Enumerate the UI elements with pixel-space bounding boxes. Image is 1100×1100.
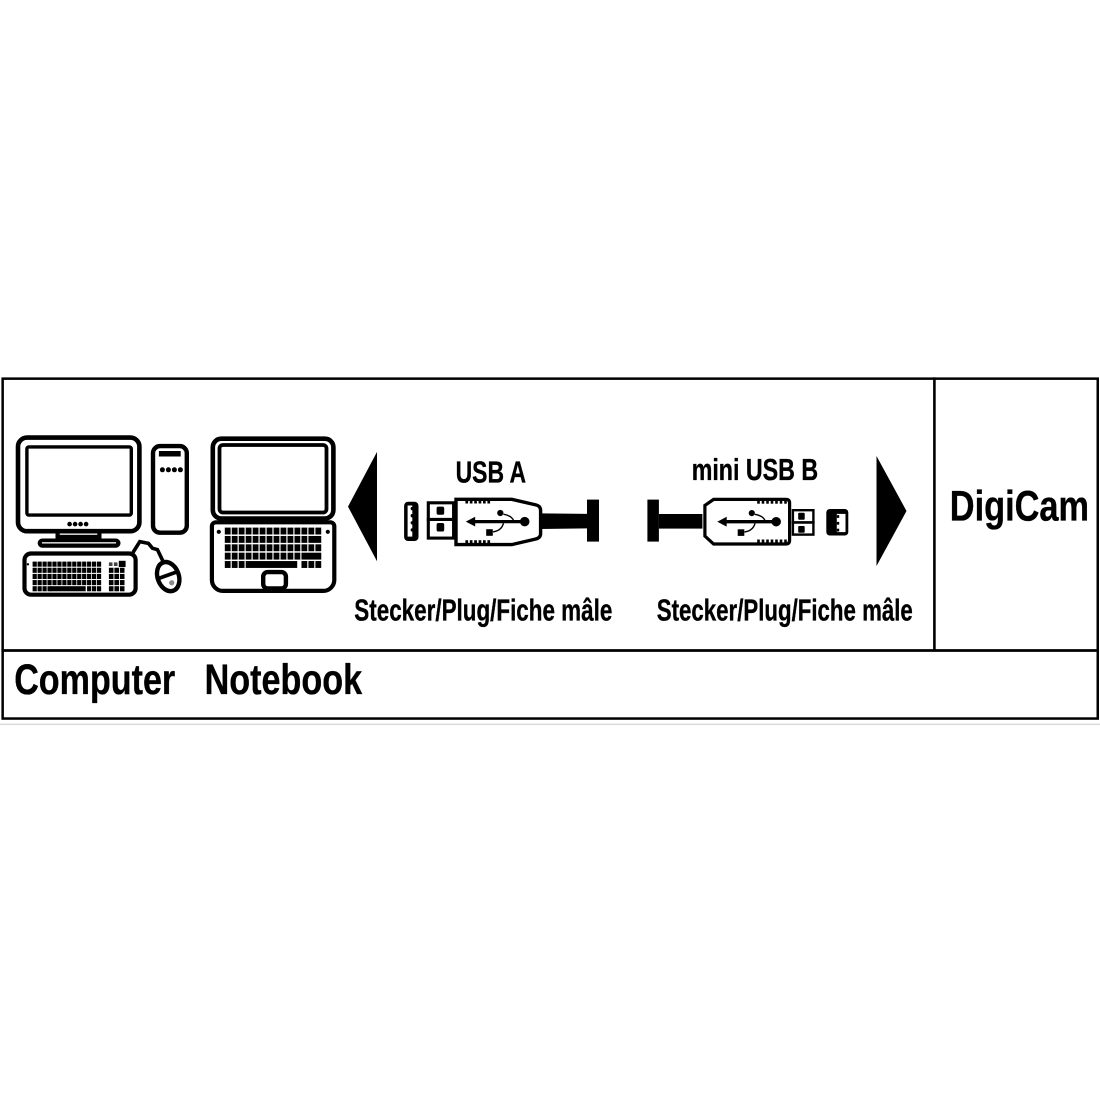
svg-text:Notebook: Notebook: [205, 656, 363, 704]
svg-text:mini USB B: mini USB B: [692, 453, 819, 487]
svg-text:DigiCam: DigiCam: [950, 483, 1089, 531]
svg-text:Stecker/Plug/Fiche mâle: Stecker/Plug/Fiche mâle: [354, 593, 612, 627]
svg-text:Stecker/Plug/Fiche mâle: Stecker/Plug/Fiche mâle: [657, 593, 913, 627]
svg-text:Computer: Computer: [14, 656, 175, 704]
svg-text:USB A: USB A: [456, 455, 526, 489]
